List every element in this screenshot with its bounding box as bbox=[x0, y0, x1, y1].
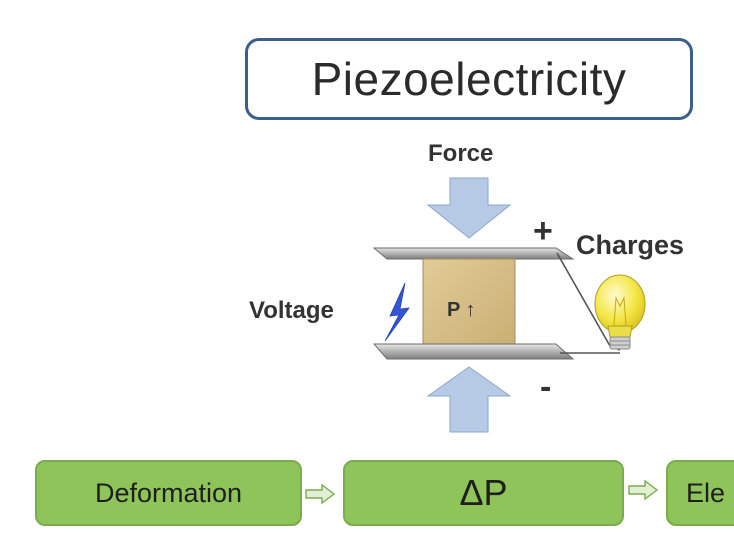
plus-sign: + bbox=[533, 212, 553, 250]
flow-arrow-icon bbox=[305, 484, 335, 504]
charges-label: Charges bbox=[576, 230, 685, 260]
top-force-arrow-icon bbox=[426, 177, 512, 239]
flow-step-label: ΔP bbox=[459, 472, 508, 513]
flow-arrow-icon bbox=[628, 480, 658, 500]
force-label: Force bbox=[428, 140, 494, 167]
lightning-icon bbox=[384, 282, 410, 342]
piezo-crystal bbox=[422, 258, 516, 355]
flow-step-label: Ele bbox=[686, 477, 726, 508]
flow-step-deformation: Deformation bbox=[35, 460, 302, 526]
top-electrode-plate bbox=[372, 247, 575, 260]
bottom-force-arrow-icon bbox=[426, 366, 512, 433]
polarization-label: P ↑ bbox=[447, 299, 476, 321]
minus-sign: - bbox=[540, 368, 552, 406]
page-title: Piezoelectricity bbox=[311, 53, 627, 105]
voltage-label: Voltage bbox=[249, 297, 334, 324]
title-box: Piezoelectricity bbox=[245, 38, 693, 120]
flow-step-delta-p: ΔP bbox=[343, 460, 624, 526]
lightbulb-icon bbox=[594, 274, 646, 350]
flow-step-electricity: Ele bbox=[666, 460, 734, 526]
bottom-electrode-plate bbox=[372, 343, 575, 360]
flow-step-label: Deformation bbox=[94, 477, 243, 508]
